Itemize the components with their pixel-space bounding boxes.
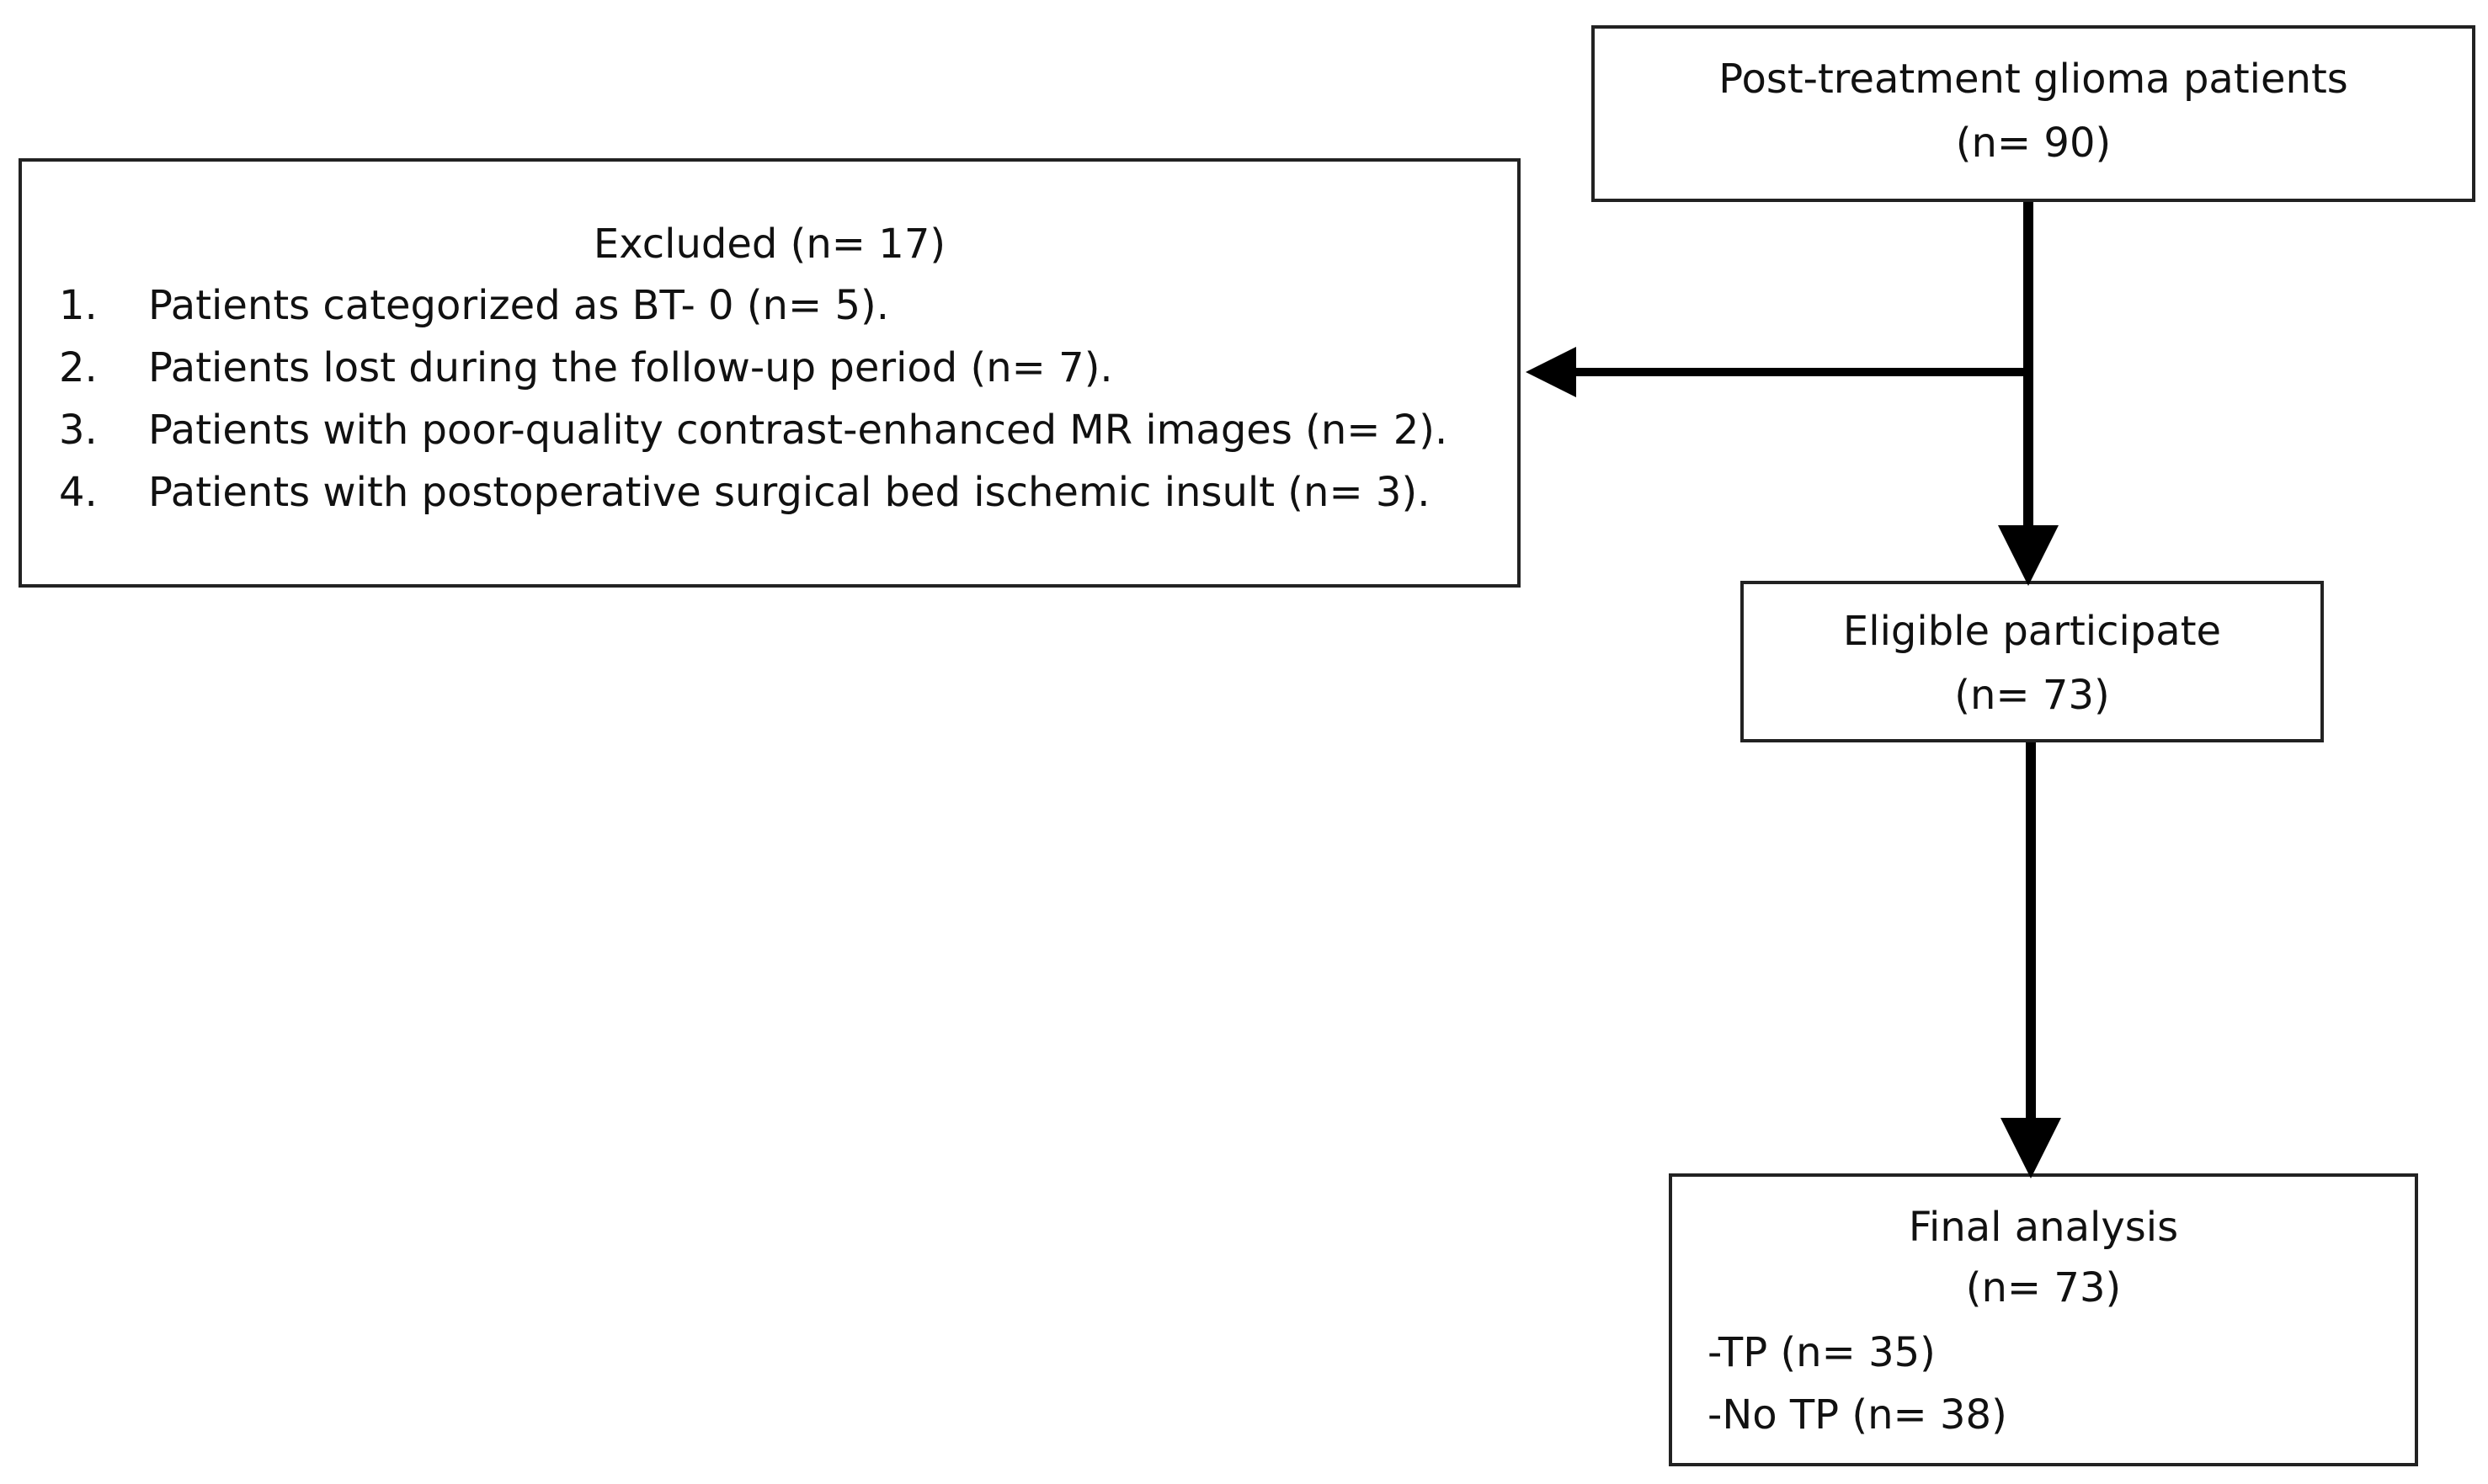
excluded-reason-item: 3. Patients with poor-quality contrast-e… [22, 399, 1517, 461]
excluded-reason-item: 4. Patients with postoperative surgical … [22, 461, 1517, 524]
excluded-reason-item: 2. Patients lost during the follow-up pe… [22, 337, 1517, 399]
excluded-reason-number: 3. [59, 407, 98, 454]
excluded-reason-text: Patients with postoperative surgical bed… [148, 469, 1430, 516]
final-analysis-groups: -TP (n= 35) -No TP (n= 38) [1672, 1322, 2415, 1446]
final-group-tp: -TP (n= 35) [1708, 1329, 1936, 1376]
excluded-reason-number: 2. [59, 344, 98, 391]
excluded-reason-text: Patients with poor-quality contrast-enha… [148, 407, 1448, 454]
excluded-reason-number: 1. [59, 282, 98, 329]
post-treatment-title: Post-treatment glioma patients [1718, 56, 2348, 103]
excluded-reasons-list: 1. Patients categorized as BT- 0 (n= 5).… [22, 274, 1517, 524]
eligible-count: (n= 73) [1954, 672, 2110, 719]
post-treatment-count: (n= 90) [1955, 120, 2112, 167]
excluded-reason-text: Patients categorized as BT- 0 (n= 5). [148, 282, 889, 329]
final-group-no-tp: -No TP (n= 38) [1708, 1391, 2007, 1439]
post-treatment-patients-box: Post-treatment glioma patients (n= 90) [1591, 25, 2475, 202]
final-analysis-title: Final analysis [1908, 1204, 2179, 1251]
final-analysis-box: Final analysis (n= 73) -TP (n= 35) -No T… [1669, 1173, 2418, 1466]
excluded-reason-item: 1. Patients categorized as BT- 0 (n= 5). [22, 274, 1517, 337]
excluded-reason-number: 4. [59, 469, 98, 516]
excluded-reason-text: Patients lost during the follow-up perio… [148, 344, 1113, 391]
eligible-title: Eligible participate [1842, 608, 2222, 655]
excluded-title: Excluded (n= 17) [593, 221, 946, 268]
excluded-box: Excluded (n= 17) 1. Patients categorized… [19, 158, 1521, 588]
final-analysis-count: (n= 73) [1965, 1264, 2122, 1311]
